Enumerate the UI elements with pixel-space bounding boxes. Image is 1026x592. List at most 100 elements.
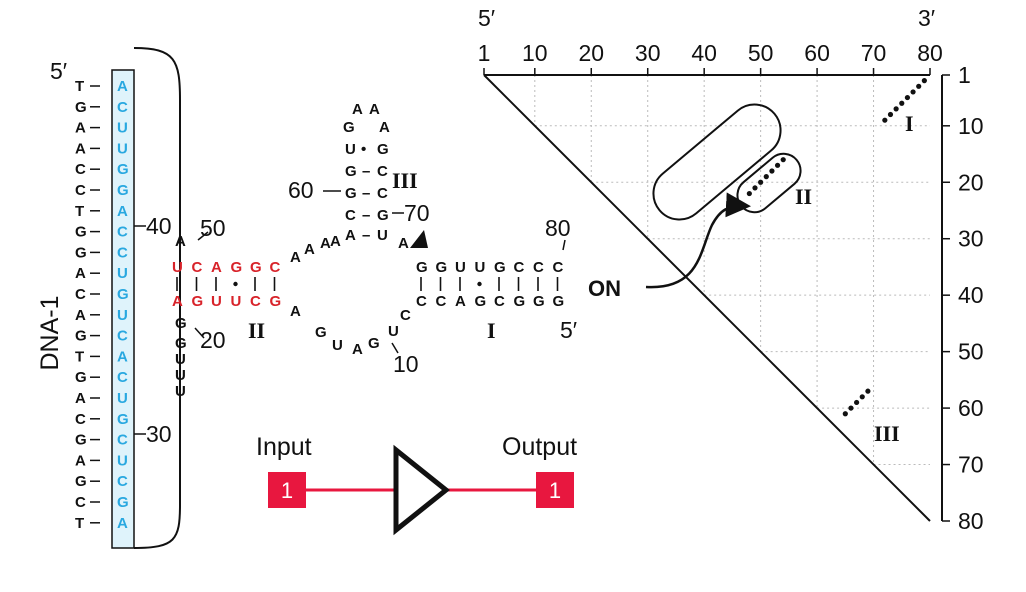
tick-50: [197, 231, 209, 241]
dna-bottom-base: T: [75, 348, 84, 365]
rna-label-60: 60: [288, 177, 314, 203]
plot-diagonal: [483, 74, 931, 522]
dna-top-base: U: [117, 120, 128, 137]
top-tick-label: 50: [748, 40, 774, 66]
ruled-out-region-outline: [652, 103, 782, 221]
stem-i-base-pairs: [420, 277, 559, 291]
svg-text:U: U: [175, 383, 186, 400]
pair-dot: [758, 179, 764, 185]
pair-dot: [774, 162, 781, 168]
pair-dot: [916, 83, 922, 89]
dna-top-base: C: [117, 244, 128, 261]
rna-label-70: 70: [404, 200, 430, 226]
pair-dot: [746, 190, 752, 197]
rna-label-20: 20: [200, 327, 226, 353]
svg-text:A: A: [345, 227, 356, 244]
dna-top-base: G: [117, 494, 129, 511]
on-label: ON: [588, 276, 621, 301]
stem-ii-top-base: G: [231, 259, 243, 276]
top-tick-label: 60: [804, 40, 830, 66]
dna-top-base: A: [117, 348, 128, 365]
dna-top-base: C: [117, 99, 128, 116]
input-value: 1: [281, 478, 293, 503]
dna-loop: [133, 47, 181, 549]
tick-10: [391, 342, 399, 354]
wobble-dot: [477, 281, 482, 287]
stem-ii-bottom-base: C: [250, 293, 261, 310]
pair-dot: [921, 78, 927, 84]
dna-bottom-base: G: [75, 473, 87, 490]
dna-top-base: C: [117, 328, 128, 345]
dna-bottom-base: T: [75, 515, 84, 532]
stem-i-bottom-base: G: [514, 293, 526, 310]
dna-1-label: DNA-1: [36, 295, 64, 370]
stem-i-bottom-base: C: [416, 293, 427, 310]
stem-ii-bottom-base: U: [211, 293, 222, 310]
pair-dot: [887, 111, 894, 118]
stem-ii-base-pairs: [176, 277, 276, 291]
svg-text:G: G: [315, 324, 327, 341]
dna-top-base: A: [117, 515, 128, 532]
svg-text:U: U: [175, 367, 186, 384]
dna-bottom-base: A: [75, 307, 86, 324]
svg-text:A: A: [352, 101, 363, 118]
dna-five-prime-label: 5′: [50, 58, 67, 84]
output-label: Output: [502, 433, 577, 461]
svg-text:A: A: [290, 249, 301, 266]
svg-text:U: U: [332, 337, 343, 354]
dna-bottom-base: A: [75, 120, 86, 137]
dna-bottom-base: A: [75, 390, 86, 407]
stem-i-top-base: U: [455, 259, 466, 276]
svg-text:–: –: [362, 163, 370, 180]
top-tick-label: 70: [861, 40, 887, 66]
dna-bottom-base: T: [75, 203, 84, 220]
svg-text:C: C: [400, 307, 411, 324]
stem-ii-top-base: C: [270, 259, 281, 276]
dna-bottom-base: G: [75, 328, 87, 345]
svg-text:G: G: [377, 141, 389, 158]
svg-text:G: G: [343, 119, 355, 136]
dna-bottom-base: C: [75, 286, 86, 303]
dna-bottom-base: G: [75, 369, 87, 386]
pair-dot: [854, 399, 860, 406]
stem-iii-label: III: [392, 168, 418, 193]
stem-i-top-base: C: [553, 259, 564, 276]
pair-dot: [865, 388, 871, 394]
stem-ii-bottom-base: A: [172, 293, 183, 310]
pairing-region-iii: [842, 388, 871, 417]
top-tick-label: 30: [635, 40, 661, 66]
svg-text:–: –: [362, 185, 370, 202]
plot-three-prime-label: 3′: [918, 5, 935, 31]
dna-top-base: C: [117, 432, 128, 449]
dna-top-base: A: [117, 78, 128, 95]
dna-top-base: C: [117, 369, 128, 386]
dna-bottom-base: G: [75, 99, 87, 116]
pair-dot: [752, 185, 758, 191]
dna-top-base: U: [117, 390, 128, 407]
tick-80: [562, 239, 566, 251]
stem-i-top-base: G: [436, 259, 448, 276]
region-i-label: I: [905, 111, 914, 136]
dna-top-base: C: [117, 224, 128, 241]
dna-top-base: U: [117, 140, 128, 157]
buffer-gate: [393, 444, 451, 536]
svg-text:A: A: [352, 341, 363, 358]
svg-text:A: A: [398, 235, 409, 252]
stem-ii-top-base: G: [250, 259, 262, 276]
dna-bottom-base: C: [75, 494, 86, 511]
dna-bottom-base: G: [75, 244, 87, 261]
pair-dot: [769, 168, 775, 174]
dna-bottom-base: G: [75, 224, 87, 241]
top-tick-label: 40: [691, 40, 717, 66]
input-box: [268, 472, 306, 508]
rna-five-prime-label: 5′: [560, 317, 577, 343]
plot-five-prime-label: 5′: [478, 5, 495, 31]
